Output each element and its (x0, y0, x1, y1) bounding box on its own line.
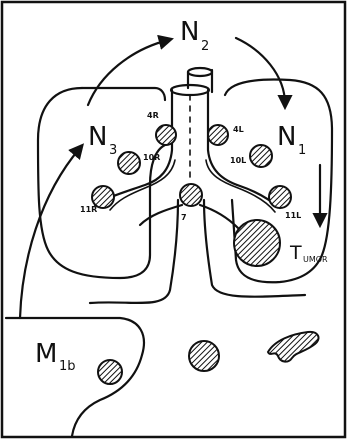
arrow-n3-to-n2 (88, 40, 168, 105)
mediastinum-left (90, 200, 178, 303)
label-n1-sub: 1 (298, 143, 306, 158)
arrow-n2-to-n1 (236, 38, 285, 104)
label-tumor-initial: T (289, 242, 302, 264)
node-4r (156, 125, 176, 145)
label-station-10r: 10R (143, 153, 160, 162)
arrow-m1b-to-n3 (20, 148, 80, 318)
lesion-lower-right (268, 332, 319, 362)
label-station-11l: 11L (285, 211, 301, 220)
label-station-10l: 10L (230, 156, 246, 165)
label-station-7: 7 (181, 213, 187, 222)
label-n3: N (88, 122, 107, 152)
label-tumor-rest: UMOR (303, 255, 328, 264)
label-n2: N (180, 17, 199, 47)
node-m1b-center (189, 341, 219, 371)
label-n2-sub: 2 (201, 39, 209, 54)
node-4l (208, 125, 228, 145)
label-m1b-sub: 1b (59, 359, 76, 374)
node-m1b-distant (98, 360, 122, 384)
label-station-11r: 11R (80, 205, 97, 214)
label-m1b: M (35, 339, 57, 369)
trachea-top-ring (171, 85, 209, 95)
carina-branch-left (140, 205, 182, 225)
aortic-arch-top (188, 68, 212, 76)
label-station-4l: 4L (233, 125, 244, 134)
label-n3-sub: 3 (109, 143, 117, 158)
node-11l (269, 186, 291, 208)
label-station-4r: 4R (147, 111, 159, 120)
label-n1: N (277, 122, 296, 152)
node-10r (118, 152, 140, 174)
node-7 (180, 184, 202, 206)
right-lung-outline (38, 88, 165, 278)
primary-tumor (234, 220, 280, 266)
node-10l (250, 145, 272, 167)
m1b-region-outline (6, 318, 144, 436)
